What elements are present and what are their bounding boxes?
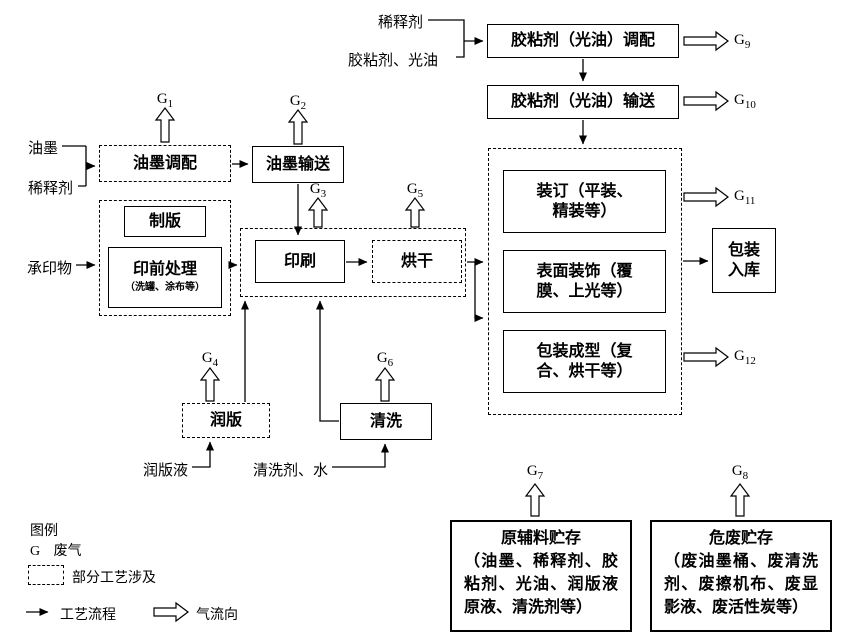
label-diluent-left: 稀释剂 [28,181,74,197]
gas-arrow-g7-icon [524,483,546,517]
box-ink-blending: 油墨调配 [99,145,231,182]
label-ink: 油墨 [28,141,59,157]
box-printing: 印刷 [255,240,345,283]
legend-gas-letter: G [30,544,41,559]
gas-flow-arrows [153,30,751,623]
box-binding: 装订（平装、精装等） [503,170,666,233]
gas-label-g1: G1 [156,91,174,110]
box-ink-conveying-label: 油墨输送 [265,155,330,173]
box-dampening-label: 润版 [209,411,242,429]
label-cleaner-water: 清洗剂、水 [253,463,329,479]
group-prepress [99,200,231,316]
legend-title: 图例 [30,524,58,539]
legend-dashed-box-icon [28,565,64,585]
arrow-cleaning-to-printing [316,300,339,422]
box-hazardous-waste-storage: 危废贮存 （废油墨桶、废清洗剂、废擦机布、废显影液、废活性炭等） [650,520,832,632]
gas-label-g2: G2 [289,93,307,112]
box-prepress: 印前处理 （洗罐、涂布等） [108,247,222,308]
gas-label-g8: G8 [731,463,749,482]
legend-gas-label: 废气 [53,544,82,559]
box-adhesive-blending: 胶粘剂（光油）调配 [487,24,679,58]
box-package-forming-label: 包装成型（复合、烘干等） [536,342,633,380]
box-drying-label: 烘干 [400,252,433,270]
box-plate-making-label: 制版 [148,212,181,230]
legend-hollow-arrow-label: 气流向 [196,608,238,623]
box-package-storage-label: 包装入库 [727,241,760,279]
arrow-branch-to-forming [474,262,484,322]
legend-dashed-label: 部分工艺涉及 [72,571,156,586]
box-ink-conveying: 油墨输送 [252,146,344,183]
box-adhesive-conveying: 胶粘剂（光油）输送 [487,85,679,119]
gas-label-g6: G6 [376,350,394,369]
gas-arrow-g1-icon [154,107,176,143]
label-fountain-solution: 润版液 [143,463,189,479]
legend-gas-row: G 废气 [30,540,82,560]
box-surface-decoration-label: 表面装饰（覆膜、上光等） [536,262,633,300]
gas-label-g4: G4 [201,350,219,369]
arrow-cleaner-into-cleaning [332,443,389,468]
box-ink-blending-label: 油墨调配 [132,154,197,172]
box-raw-material-storage: 原辅料贮存 （油墨、稀释剂、胶粘剂、光油、润版液原液、清洗剂等） [450,520,632,632]
raw-material-storage-title: 原辅料贮存 [500,530,581,547]
group-postpress [488,148,682,415]
gas-arrow-g10-icon [683,90,729,112]
label-adhesive-varnish: 胶粘剂、光油 [348,53,439,69]
gas-label-g11: G11 [734,188,756,207]
box-adhesive-blending-label: 胶粘剂（光油）调配 [510,32,655,49]
gas-label-g9: G9 [734,32,751,51]
raw-material-storage-body: （油墨、稀释剂、胶粘剂、光油、润版液原液、清洗剂等） [464,553,618,616]
gas-label-g10: G10 [734,92,756,111]
gas-label-g7: G7 [526,463,544,482]
label-diluent-top: 稀释剂 [378,15,424,31]
gas-arrow-g5-icon [404,197,426,228]
gas-label-g3: G3 [309,181,327,200]
box-cleaning-label: 清洗 [369,412,402,430]
process-flow-lines [26,19,709,616]
box-prepress-note: （洗罐、涂布等） [125,282,205,294]
gas-label-g5: G5 [406,181,424,200]
box-package-forming: 包装成型（复合、烘干等） [503,330,666,393]
box-surface-decoration: 表面装饰（覆膜、上光等） [503,250,666,313]
legend-hollow-arrow-icon [153,601,189,623]
gas-arrow-g11-icon [683,186,729,208]
gas-arrow-g12-icon [683,346,729,368]
box-prepress-label: 印前处理 [132,261,197,279]
gas-arrow-g2-icon [287,109,309,145]
hazardous-waste-storage-title: 危废贮存 [708,530,773,547]
box-cleaning: 清洗 [340,403,432,440]
box-adhesive-conveying-label: 胶粘剂（光油）输送 [510,93,655,110]
gas-arrow-g6-icon [374,367,396,402]
box-package-storage: 包装入库 [712,228,776,293]
box-dampening: 润版 [182,403,270,438]
gas-arrow-g8-icon [729,483,751,517]
group-printing [240,228,466,297]
legend-solid-arrow-label: 工艺流程 [60,608,116,623]
gas-arrow-g9-icon [683,30,729,52]
box-plate-making: 制版 [124,206,206,237]
hazardous-waste-storage-body: （废油墨桶、废清洗剂、废擦机布、废显影液、废活性炭等） [664,553,818,616]
box-binding-label: 装订（平装、精装等） [536,182,633,220]
gas-arrow-g4-icon [199,367,221,402]
label-substrate: 承印物 [27,261,73,277]
box-printing-label: 印刷 [283,252,316,270]
box-drying: 烘干 [372,240,462,283]
line-diluent-merge [428,19,465,58]
arrow-fountain-into-dampening [192,441,214,468]
gas-label-g12: G12 [734,348,756,367]
gas-arrow-g3-icon [307,197,329,228]
